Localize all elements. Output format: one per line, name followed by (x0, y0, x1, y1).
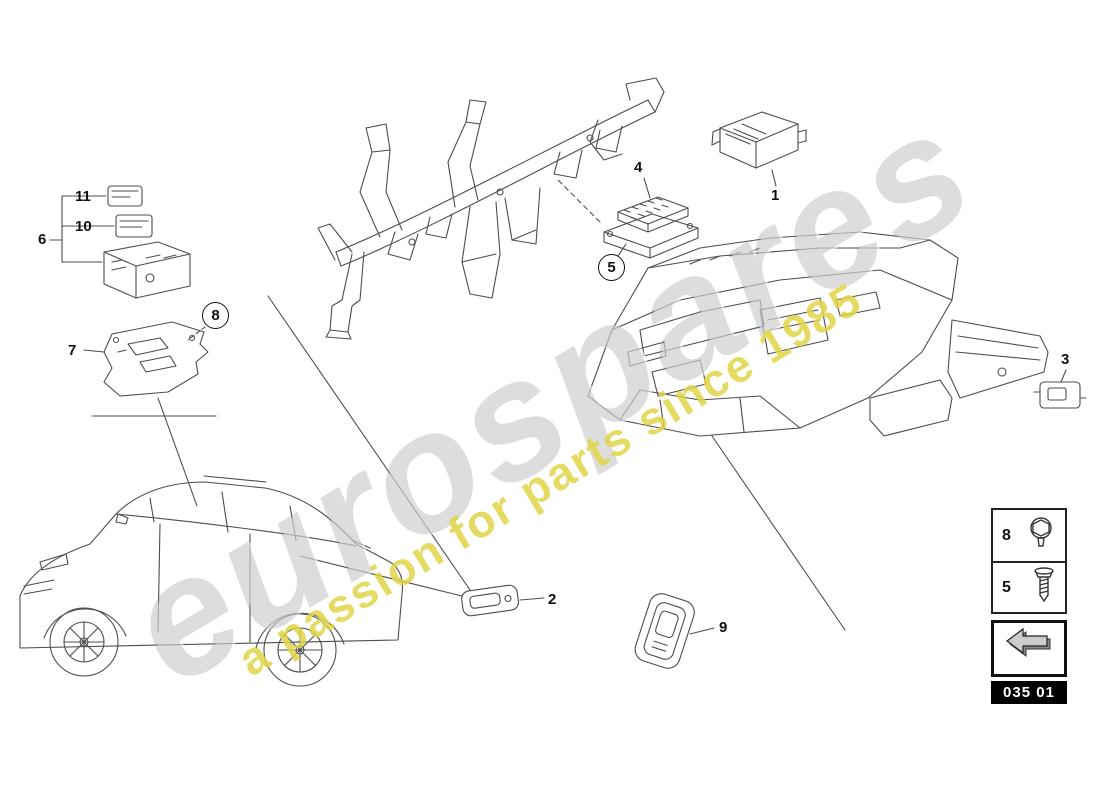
hex-nut-icon (1026, 515, 1056, 556)
callout-3: 3 (1061, 351, 1070, 368)
callout-5: 5 (598, 254, 625, 281)
part-2-module-art (461, 584, 520, 617)
leader-lines (267, 295, 1067, 635)
part-6-assembly-art (103, 185, 191, 299)
car-outline-art (19, 475, 404, 687)
callout-1: 1 (771, 187, 780, 204)
instrument-panel-art (587, 231, 959, 437)
part-9-switch-art (634, 593, 695, 669)
callout-7: 7 (68, 342, 77, 359)
callout-10: 10 (75, 218, 92, 235)
legend-row-nut: 8 (993, 510, 1065, 561)
callout-8: 8 (202, 302, 229, 329)
fastener-legend: 8 5 (991, 508, 1067, 614)
legend-row-screw: 5 (993, 561, 1065, 612)
diagram-code-badge: 035 01 (991, 681, 1067, 704)
callout-9: 9 (719, 619, 728, 636)
tapping-screw-icon (1032, 566, 1056, 609)
part-7-bracket-art (83, 321, 217, 507)
part-3-module-art (1033, 381, 1087, 409)
dash-crossmember-art (317, 77, 665, 340)
callout-6-bracket (49, 195, 115, 263)
glovebox-trim-art (947, 319, 1049, 399)
legend-number: 8 (1002, 526, 1011, 544)
callout-2: 2 (548, 591, 557, 608)
callout-6: 6 (38, 231, 47, 248)
callout-11: 11 (75, 188, 91, 205)
part-1-control-unit-art (711, 111, 807, 187)
reference-arrow-box (991, 620, 1067, 677)
part-4-5-control-unit-art (557, 177, 699, 259)
direction-arrow-icon (1001, 625, 1057, 672)
callout-4: 4 (634, 159, 643, 176)
legend-number: 5 (1002, 578, 1011, 596)
